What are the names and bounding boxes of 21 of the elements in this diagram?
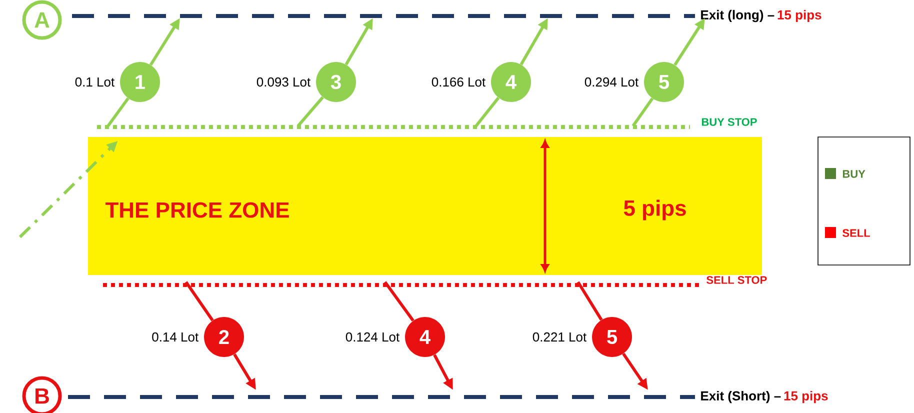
legend-label: BUY (842, 170, 866, 178)
legend-label: SELL (842, 229, 870, 237)
zone-title: THE PRICE ZONE (105, 202, 289, 218)
exit-line (72, 14, 695, 18)
pips-label: 15 pips (784, 390, 828, 404)
lot-size: 0.221 Lot (532, 332, 586, 342)
exit-label: Exit (long) – (701, 10, 774, 22)
stop-label: BUY STOP (702, 118, 757, 126)
lot-size: 0.124 Lot (346, 332, 400, 342)
buy-stop-line (97, 125, 690, 129)
lot-size: 0.1 Lot (75, 77, 114, 87)
pips-label: 15 pips (778, 10, 822, 22)
lot-size: 0.294 Lot (584, 77, 638, 87)
sell-stop-line (103, 283, 700, 287)
exit-label: Exit (Short) – (701, 390, 781, 404)
exit-line (68, 395, 695, 399)
lot-size: 0.14 Lot (152, 332, 198, 342)
zone-height: 5 pips (624, 200, 686, 220)
lot-size: 0.166 Lot (432, 77, 486, 87)
lot-size: 0.093 Lot (256, 77, 310, 87)
stop-label: SELL STOP (706, 276, 767, 284)
